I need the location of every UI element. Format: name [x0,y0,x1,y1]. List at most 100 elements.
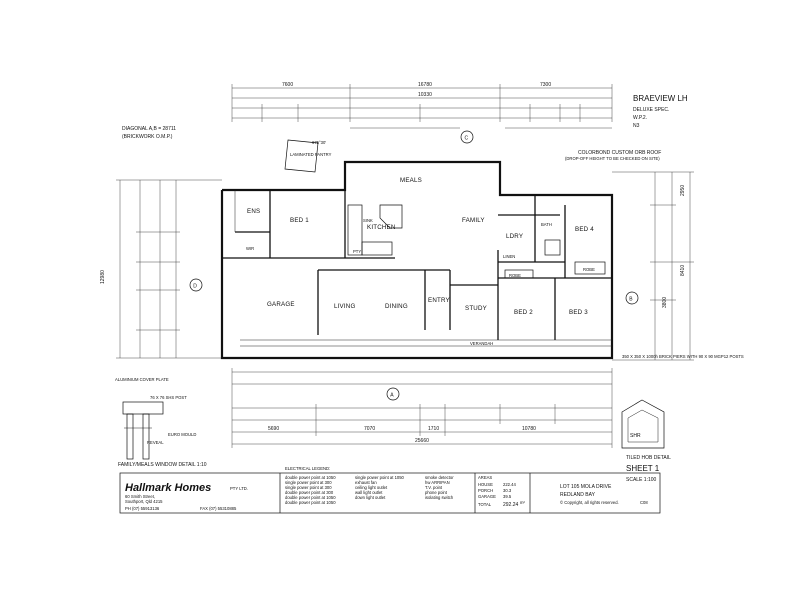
legend-mid-4: down light outlet [355,495,386,500]
dim-bottom-d: 10780 [522,426,536,432]
roof-note: (DROP-OFF HEIGHT TO BE CHECKED ON SITE) [565,156,660,161]
pantry-angle: 675°30' [312,140,326,145]
aluminium-plate-label: ALUMINIUM COVER PLATE [115,377,169,382]
pantry-label: LAMINATED PANTRY [290,152,332,157]
room-verandah: VERANDAH [470,341,493,346]
company-fax: FAX (07) 55310885 [200,506,237,511]
area-label-3: TOTAL [478,502,492,507]
legend-left-4: double power point at 1050 [285,495,336,500]
dim-bottom-overall: 25660 [415,438,429,444]
room-linen: LINEN [503,254,515,259]
diagonal-label: DIAGONAL A,B = 28711 [122,126,176,132]
legend-right-4: isolating switch [425,495,454,500]
legend-mid-1: exhaust fan [355,480,377,485]
room-sink: SINK [363,218,373,223]
room-dining: DINING [385,303,408,310]
euro-mould-label: EURO MOULD [168,432,196,437]
floor-plan-walls [220,160,614,360]
area-value-1: 30.3 [503,488,512,493]
left-dimensions: 12980 [100,179,222,359]
sheet-label: SHEET 1 [626,464,660,473]
copyright: © Copyright, all rights reserved. [560,500,619,505]
room-pty: PTY [353,249,361,254]
room-bath: BATH [541,222,552,227]
roof-type: COLORBOND CUSTOM ORB ROOF [578,150,661,156]
lot-address: LOT 105 MOLA DRIVE [560,484,612,490]
legend-mid-2: ceiling light outlet [355,485,388,490]
company-address1: 60 Smith Street, [125,494,155,499]
room-robe-bed4: ROBE [583,267,595,272]
room-living: LIVING [334,303,356,310]
dim-left-overall: 12980 [100,270,106,284]
room-garage: GARAGE [267,301,295,308]
right-dimensions: 2950 8410 3800 [612,171,694,361]
diagonal-note: (BRICKWORK O.M.P.) [122,134,173,140]
scale-label: SCALE 1:100 [626,477,657,483]
area-value-3: 292.24 [503,502,519,508]
legend-mid-0: single power point at 1050 [355,475,405,480]
legend-right-1: hw ARRIPAN [425,480,450,485]
room-ens: ENS [247,208,260,215]
legend-right-3: phone point [425,490,448,495]
room-bed3: BED 3 [569,309,588,316]
dim-right-a: 2950 [680,185,686,196]
marker-c-label: C [465,136,469,142]
legend-right-2: T.V. point [425,485,443,490]
dim-right-c: 3800 [662,297,668,308]
drawing-ref: C08 [640,500,648,505]
design-code: N3 [633,123,640,129]
dim-bottom-c: 1710 [428,426,439,432]
room-bed4: BED 4 [575,226,594,233]
legend-left-2: single power point at 300 [285,485,332,490]
company-pty: PTY LTD. [230,486,248,491]
window-detail-title: FAMILY/MEALS WINDOW DETAIL 1:10 [118,462,207,468]
design-name: BRAEVIEW LH [633,94,688,103]
shs-post-label: 76 X 76 SHS POST [150,395,187,400]
room-entry: ENTRY [428,297,450,304]
room-meals: MEALS [400,177,422,184]
area-value-0: 222.44 [503,482,516,487]
room-wir: WIR [246,246,254,251]
marker-d: D [189,278,203,292]
dim-top-overall: 16780 [418,82,432,88]
pantry-detail: LAMINATED PANTRY 675°30' [284,139,332,173]
lot-suburb: REDLAND BAY [560,492,596,498]
reveal-label: REVEAL [147,440,164,445]
company-phone: PH (07) 55913136 [125,506,160,511]
legend-left-1: single power point at 300 [285,480,332,485]
title-block: Hallmark Homes PTY LTD. 60 Smith Street,… [119,466,661,514]
top-dimensions: 7600 16780 10330 7300 [231,82,613,129]
company-name: Hallmark Homes [125,482,211,494]
areas-title: AREAS [478,475,492,480]
tiled-hob-detail: SHR TILED HOB DETAIL SHEET 1 SCALE 1:100 [621,399,671,483]
piers-note: 350 X 350 X 1000h BRICK PIERS WITH 90 X … [622,354,744,359]
company-address2: Southport, Qld 4215 [125,499,163,504]
room-labels: MEALS FAMILY KITCHEN SINK PTY ENS BED 1 … [246,177,595,346]
legend-left-0: double power point at 1050 [285,475,336,480]
area-label-2: GARAGE [478,494,496,499]
room-robe-bed2: ROBE [509,273,521,278]
design-wp: W.P.2. [633,115,647,121]
design-header: BRAEVIEW LH DELUXE SPEC. W.P.2. N3 COLOR… [122,94,688,161]
dim-top-mid: 10330 [418,92,432,98]
dim-top-left: 7600 [282,82,293,88]
room-bed2: BED 2 [514,309,533,316]
tiled-hob-label: TILED HOB DETAIL [626,455,671,461]
design-spec: DELUXE SPEC. [633,107,669,113]
room-ldry: LDRY [506,233,523,240]
marker-b: B [625,291,639,305]
legend-title: ELECTRICAL LEGEND: [285,466,330,471]
dim-bottom-b: 7070 [364,426,375,432]
marker-c: C [460,130,474,144]
area-unit: m² [520,500,525,505]
area-value-2: 39.5 [503,494,512,499]
marker-d-label: D [193,284,197,290]
marker-a-label: A [390,393,394,399]
area-label-1: PORCH [478,488,493,493]
dim-bottom-a: 5690 [268,426,279,432]
bottom-dimensions: 5690 7070 1710 10780 25660 [231,368,613,448]
dim-top-right: 7300 [540,82,551,88]
legend-left-5: double power point at 1050 [285,500,336,505]
room-family: FAMILY [462,217,485,224]
